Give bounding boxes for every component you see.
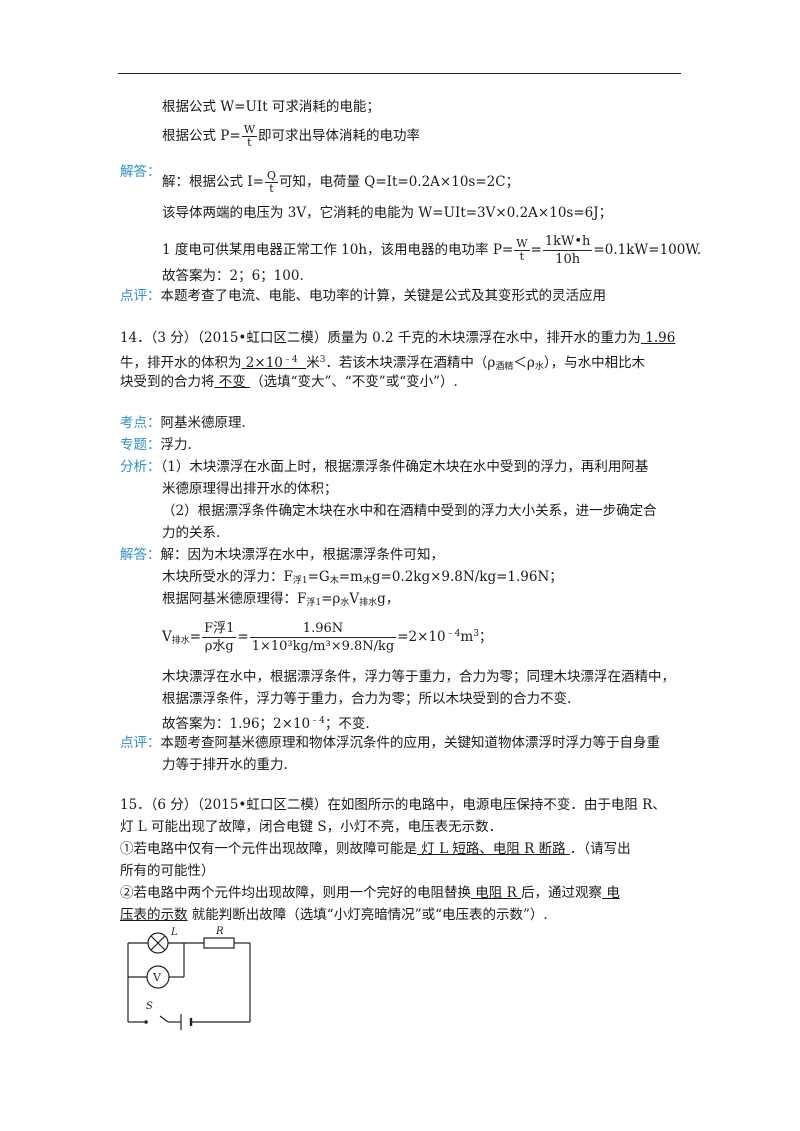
switch-label: S: [146, 1001, 153, 1012]
q15-line6: 压表的示数 就能判断出故障（选填“小灯亮暗情况”或“电压表的示数”）.: [120, 907, 548, 923]
answer13-line2: 该导体两端的电压为 3V，它消耗的电能为 W=UIt=3V×0.2A×10s=6…: [162, 205, 613, 221]
top-rule: [118, 73, 681, 74]
q14-line2: 牛，排开水的体积为 2×10﹣4 米3．若该木块漂浮在酒精中（ρ酒精＜ρ水），与…: [120, 355, 646, 372]
comment14-line2: 力等于排开水的重力.: [162, 757, 288, 773]
lamp-label: L: [170, 927, 178, 938]
analysis14-line4: 力的关系.: [162, 525, 221, 541]
switch-icon: [144, 1020, 148, 1024]
analysis14-line1: 分析：（1）木块漂浮在水面上时，根据漂浮条件确定木块在水中受到的浮力，再利用阿基: [120, 459, 649, 475]
answer13-tag: 解答：: [120, 164, 161, 180]
lamp-icon: [147, 932, 169, 954]
circuit-diagram: L R V S: [127, 926, 251, 1030]
analysis13-line1: 根据公式 W=UIt 可求消耗的电能；: [162, 99, 380, 115]
voltmeter-icon: [146, 965, 170, 989]
answer14-line2: 木块所受水的浮力：F浮1=G木=m木g=0.2kg×9.8N/kg=1.96N；: [162, 569, 563, 586]
topic14: 专题：浮力.: [120, 437, 192, 453]
q15-line3: ①若电路中仅有一个元件出现故障，则故障可能是 灯 L 短路、电阻 R 断路 ．（…: [120, 841, 631, 857]
analysis14-line2: 米德原理得出排开水的体积；: [162, 481, 338, 497]
answer14-line5: 木块漂浮在水中，根据漂浮条件，浮力等于重力，合力为零；同理木块漂浮在酒精中，: [162, 669, 675, 685]
point14: 考点：阿基米德原理.: [120, 415, 246, 431]
voltmeter-label: V: [152, 971, 162, 984]
q14-line3: 块受到的合力将 不变 （选填“变大”、“不变”或“变小”）.: [120, 374, 458, 390]
q15-line5: ②若电路中两个元件均出现故障，则用一个完好的电阻替换 电阻 R 后，通过观察 电: [120, 885, 620, 901]
q15-line1: 15．（6 分）（2015•虹口区二模）在如图所示的电路中，电源电压保持不变．由…: [120, 797, 666, 813]
resistor-label: R: [215, 926, 224, 937]
resistor-icon: [203, 937, 235, 949]
answer14-line1: 解答：解：因为木块漂浮在水中，根据漂浮条件可知，: [120, 547, 444, 563]
answer13-line4: 故答案为：2；6；100.: [162, 268, 304, 284]
answer14-line6: 根据漂浮条件，浮力等于重力，合力为零；所以木块受到的合力不变.: [162, 691, 572, 707]
battery-icon: [180, 1014, 193, 1030]
q15-line2: 灯 L 可能出现了故障，闭合电键 S，小灯不亮，电压表无示数．: [120, 819, 503, 835]
answer14-line7: 故答案为：1.96；2×10﹣4；不变.: [162, 716, 370, 732]
q14-line1: 14．（3 分）（2015•虹口区二模）质量为 0.2 千克的木块漂浮在水中，排…: [120, 330, 676, 346]
comment14-line1: 点评：本题考查阿基米德原理和物体浮沉条件的应用，关键知道物体漂浮时浮力等于自身重: [120, 735, 660, 751]
q15-line4: 所有的可能性）: [120, 863, 215, 879]
analysis14-line3: （2）根据漂浮条件确定木块在水中和在酒精中受到的浮力大小关系，进一步确定合: [162, 503, 657, 519]
answer14-line3: 根据阿基米德原理得：F浮1=ρ水V排水g，: [162, 591, 400, 608]
comment13: 点评：本题考查了电流、电能、电功率的计算，关键是公式及其变形式的灵活应用: [120, 288, 606, 304]
